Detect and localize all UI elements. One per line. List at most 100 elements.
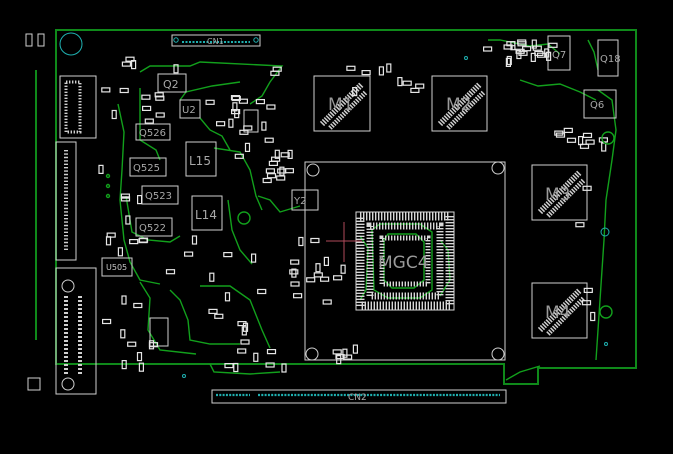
smd-pad	[582, 132, 593, 138]
board-outline	[35, 29, 637, 385]
smd-pad	[253, 352, 259, 362]
component-outlines	[101, 35, 619, 347]
smd-pad	[209, 272, 215, 282]
smd-pad	[133, 302, 143, 309]
smd-pad	[277, 168, 287, 174]
smd-pad	[205, 99, 215, 105]
smd-pad	[315, 263, 321, 273]
label-q523: Q523	[145, 191, 172, 202]
smd-pad	[228, 118, 234, 128]
smd-pad	[310, 237, 320, 244]
label-q7: Q7	[552, 50, 566, 61]
smd-pad	[266, 104, 276, 110]
smd-components	[98, 39, 609, 373]
label-m4: M4	[545, 303, 570, 323]
smd-pad	[136, 352, 143, 362]
smd-pad	[268, 160, 278, 166]
smd-pad	[214, 313, 224, 319]
label-q526: Q526	[139, 128, 166, 139]
smd-pad	[510, 41, 516, 51]
test-points	[105, 131, 615, 319]
smd-pad	[274, 149, 280, 159]
smd-pad	[165, 269, 176, 275]
smd-pad	[517, 41, 527, 47]
label-m3: M3	[545, 185, 570, 205]
label-q6: Q6	[590, 100, 604, 111]
smd-pad	[352, 86, 358, 97]
smd-pad	[237, 348, 247, 354]
smd-pad	[322, 299, 332, 305]
smd-pad	[386, 63, 392, 73]
smd-pad	[223, 252, 233, 258]
smd-pad	[101, 318, 112, 325]
smd-pad	[402, 80, 412, 86]
connector-cn1	[171, 34, 261, 47]
smd-pad	[138, 362, 144, 372]
smd-pad	[243, 125, 253, 131]
smd-pad	[142, 105, 152, 112]
smd-pad	[137, 195, 143, 205]
smd-pad	[575, 222, 585, 228]
smd-pad	[224, 292, 231, 302]
smd-pad	[590, 311, 596, 322]
smd-pad	[191, 235, 198, 245]
smd-pad	[577, 136, 584, 146]
smd-pad	[131, 59, 137, 70]
smd-pad	[332, 349, 342, 355]
smd-pad	[121, 295, 127, 305]
copper-traces	[117, 39, 617, 381]
smd-pad	[127, 341, 137, 347]
smd-pad	[208, 308, 218, 314]
smd-pad	[378, 66, 384, 76]
smd-pad	[346, 65, 356, 71]
smd-pad	[397, 76, 403, 87]
label-cn1: CN1	[207, 37, 224, 46]
smd-pad	[536, 52, 547, 58]
smd-pad	[352, 344, 358, 354]
smd-pad	[290, 259, 300, 265]
smd-pad	[148, 342, 159, 348]
smd-pad	[531, 39, 537, 49]
smd-pad	[293, 293, 303, 299]
smd-pad	[120, 193, 131, 199]
label-l15: L15	[189, 154, 211, 168]
label-cn2: CN2	[348, 393, 367, 403]
smd-pad	[138, 238, 148, 244]
label-q18: Q18	[600, 54, 621, 65]
connector-cn2	[211, 389, 507, 404]
memory-chip-m1	[313, 75, 371, 132]
smd-pad	[125, 215, 131, 225]
smd-pad	[601, 142, 607, 152]
memory-chip-m3	[531, 164, 588, 221]
smd-pad	[287, 149, 293, 159]
smd-pad	[184, 251, 194, 257]
smd-pad	[313, 272, 323, 278]
smd-pad	[270, 70, 280, 76]
label-q522: Q522	[139, 223, 166, 234]
smd-pad	[290, 281, 300, 287]
gpu-package	[304, 161, 506, 361]
label-q525: Q525	[133, 163, 160, 174]
smd-pad	[154, 92, 164, 98]
smd-pad	[98, 164, 104, 174]
smd-pad	[340, 264, 346, 274]
smd-pad	[105, 236, 112, 246]
smd-pad	[120, 196, 131, 202]
label-m1: M1	[328, 95, 353, 115]
smd-pad	[266, 349, 277, 355]
smd-pad	[117, 247, 124, 257]
smd-pad	[111, 109, 117, 120]
smd-pad	[265, 168, 275, 174]
smd-pad	[515, 48, 525, 54]
smd-pad	[230, 94, 241, 101]
smd-pad	[483, 46, 493, 52]
smd-pad	[582, 185, 592, 191]
smd-pad	[506, 55, 512, 66]
smd-pad	[125, 56, 135, 62]
smd-pad	[121, 61, 132, 67]
smd-pad	[306, 277, 316, 283]
smd-pad	[280, 152, 290, 158]
smd-pad	[233, 362, 239, 373]
smd-pad	[333, 275, 343, 281]
